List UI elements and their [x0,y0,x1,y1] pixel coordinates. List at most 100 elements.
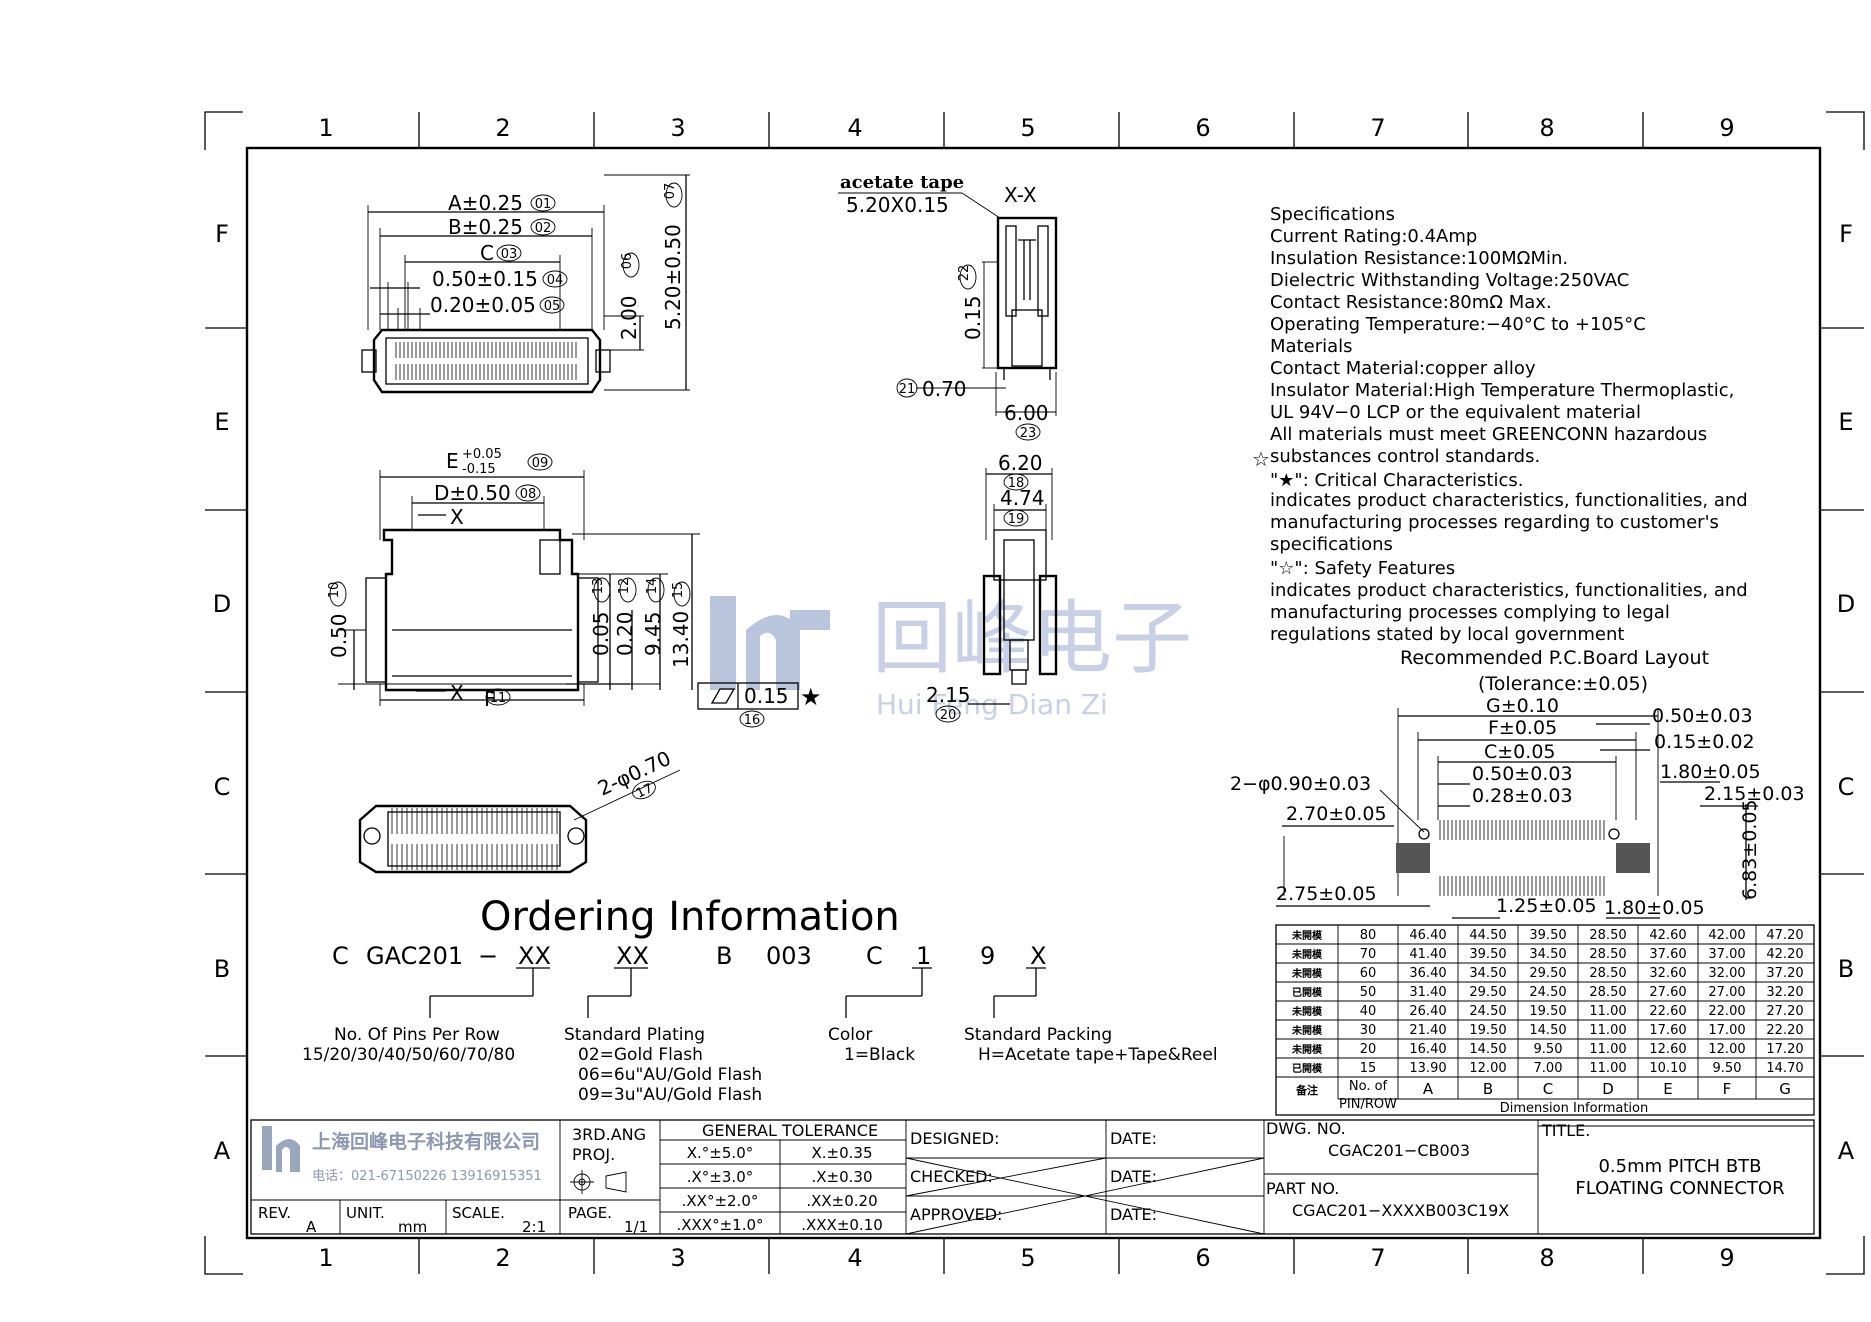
column-labels-bottom: 1 2 3 4 5 6 7 8 9 [318,1244,1734,1272]
pcb-pads-top [1439,820,1605,840]
col-label-6-bottom: 6 [1195,1244,1210,1272]
col-label-4-bottom: 4 [847,1244,862,1272]
col-label-5: 5 [1020,114,1035,142]
spec-materials: Materials [1270,336,1353,357]
row-label-d: D [213,590,231,618]
pcb-pad-right [1616,843,1650,873]
table-value-cell: 21.40 [1409,1023,1446,1038]
spec-safety-1: indicates product characteristics, funct… [1270,580,1748,601]
spec-safety-title: "☆": Safety Features [1270,558,1455,579]
pins-header-2: PIN/ROW [1339,1097,1397,1112]
page-value: 1/1 [624,1218,648,1236]
table-value-cell: 7.00 [1534,1061,1563,1076]
col-label-8-bottom: 8 [1539,1244,1554,1272]
tolerance-title: GENERAL TOLERANCE [702,1121,878,1140]
table-pins-cell: 30 [1360,1023,1377,1038]
balloon-08: 08 [520,487,537,502]
spec-safety-2: manufacturing processes complying to leg… [1270,602,1670,623]
dim-0-50: 0.50 [327,613,351,658]
spec-critical-2: manufacturing processes regarding to cus… [1270,512,1719,533]
company-logo [262,1126,300,1172]
tol-linear-2: .XX±0.20 [806,1192,877,1210]
row-label-b: B [214,955,230,983]
table-pins-cell: 70 [1360,947,1377,962]
pcb-dim-c: C±0.05 [1484,741,1556,763]
dwg-label: DWG. NO. [1266,1119,1346,1138]
table-value-cell: 39.50 [1469,947,1506,962]
row-label-a-right: A [1838,1137,1855,1165]
row-label-f: F [215,220,229,248]
pcb-pad-left [1396,843,1430,873]
code-003: 003 [766,942,812,970]
pcb-tolerance: (Tolerance:±0.05) [1478,673,1648,695]
pcb-dim-683: 6.83±0.05 [1739,799,1761,900]
pcb-pads-bottom [1439,876,1605,896]
row-labels-right: F E D C B A [1837,220,1855,1165]
table-value-cell: 44.50 [1469,928,1506,943]
plating-label: Standard Plating [564,1025,705,1045]
iso-view: 2-φ0.70 17 [358,746,681,874]
table-value-cell: 34.50 [1469,966,1506,981]
pcb-dim-pitch: 0.50±0.03 [1472,763,1573,785]
table-value-cell: 28.50 [1589,928,1626,943]
scale-value: 2:1 [522,1218,546,1236]
pcb-dim-275: 2.75±0.05 [1276,883,1377,905]
tape-label: acetate tape [840,172,964,193]
table-value-cell: 11.00 [1589,1042,1626,1057]
table-value-cell: 22.60 [1649,1004,1686,1019]
dim-0-70: 0.70 [922,377,967,401]
table-value-cell: 46.40 [1409,928,1446,943]
pcb-dim-holes: 2−φ0.90±0.03 [1230,773,1371,795]
table-value-cell: 11.00 [1589,1061,1626,1076]
tol-linear-1: .X±0.30 [811,1168,872,1186]
col-label-9-bottom: 9 [1719,1244,1734,1272]
dim-b: B±0.25 [448,215,523,239]
table-pins-cell: 40 [1360,1004,1377,1019]
table-value-cell: 37.60 [1649,947,1686,962]
part-number: CGAC201−XXXXB003C19X [1292,1201,1509,1220]
table-value-cell: 32.00 [1708,966,1745,981]
dwg-number: CGAC201−CB003 [1328,1141,1470,1160]
spec-critical-title: "★": Critical Characteristics. [1270,470,1523,491]
dim-pitch: 0.50±0.15 [432,267,538,291]
table-value-cell: 11.00 [1589,1023,1626,1038]
dim-a: A±0.25 [448,191,523,215]
balloon-01: 01 [535,197,552,212]
code-packing: X [1030,942,1046,970]
spec-critical-1: indicates product characteristics, funct… [1270,490,1748,511]
dim-d: D±0.50 [434,481,511,505]
table-value-cell: 28.50 [1589,985,1626,1000]
table-value-cell: 14.70 [1766,1061,1803,1076]
pcb-layout: Recommended P.C.Board Layout (Tolerance:… [1230,647,1805,919]
table-value-cell: 17.00 [1708,1023,1745,1038]
table-value-cell: 39.50 [1529,928,1566,943]
approved-label: APPROVED: [910,1205,1002,1224]
ordering-title: Ordering Information [480,894,900,940]
header-f: F [1723,1080,1732,1098]
section-view-xx: acetate tape 5.20X0.15 X-X 0.15 0.70 6.0… [838,172,1058,441]
row-labels-left: F E D C B A [213,220,231,1165]
table-value-cell: 29.50 [1529,966,1566,981]
packing-option: H=Acetate tape+Tape&Reel [978,1045,1218,1065]
table-value-cell: 14.50 [1469,1042,1506,1057]
tol-angle-2: .XX°±2.0° [682,1192,759,1210]
header-a: A [1423,1080,1434,1098]
flatness-value: 0.15 [744,684,789,708]
spec-temperature: Operating Temperature:−40°C to +105°C [1270,314,1646,335]
dim-0-05: 0.05 [589,611,613,656]
spec-contact-resistance: Contact Resistance:80mΩ Max. [1270,292,1552,313]
table-value-cell: 27.20 [1766,1004,1803,1019]
table-value-cell: 22.00 [1708,1004,1745,1019]
dim-0-20: 0.20 [613,611,637,656]
watermark: 回峰电子 Hui Feng Dian Zi [710,592,1192,721]
ordering-information: Ordering Information C GAC201 − XX XX B … [302,894,1218,1105]
checked-label: CHECKED: [910,1167,993,1186]
watermark-text-cn: 回峰电子 [872,592,1192,685]
projection-label: 3RD.ANG [572,1125,646,1144]
table-pins-cell: 60 [1360,966,1377,981]
balloon-09: 09 [532,456,549,471]
dim-6-00: 6.00 [1004,401,1049,425]
table-value-cell: 19.50 [1469,1023,1506,1038]
row-label-c: C [214,773,231,801]
